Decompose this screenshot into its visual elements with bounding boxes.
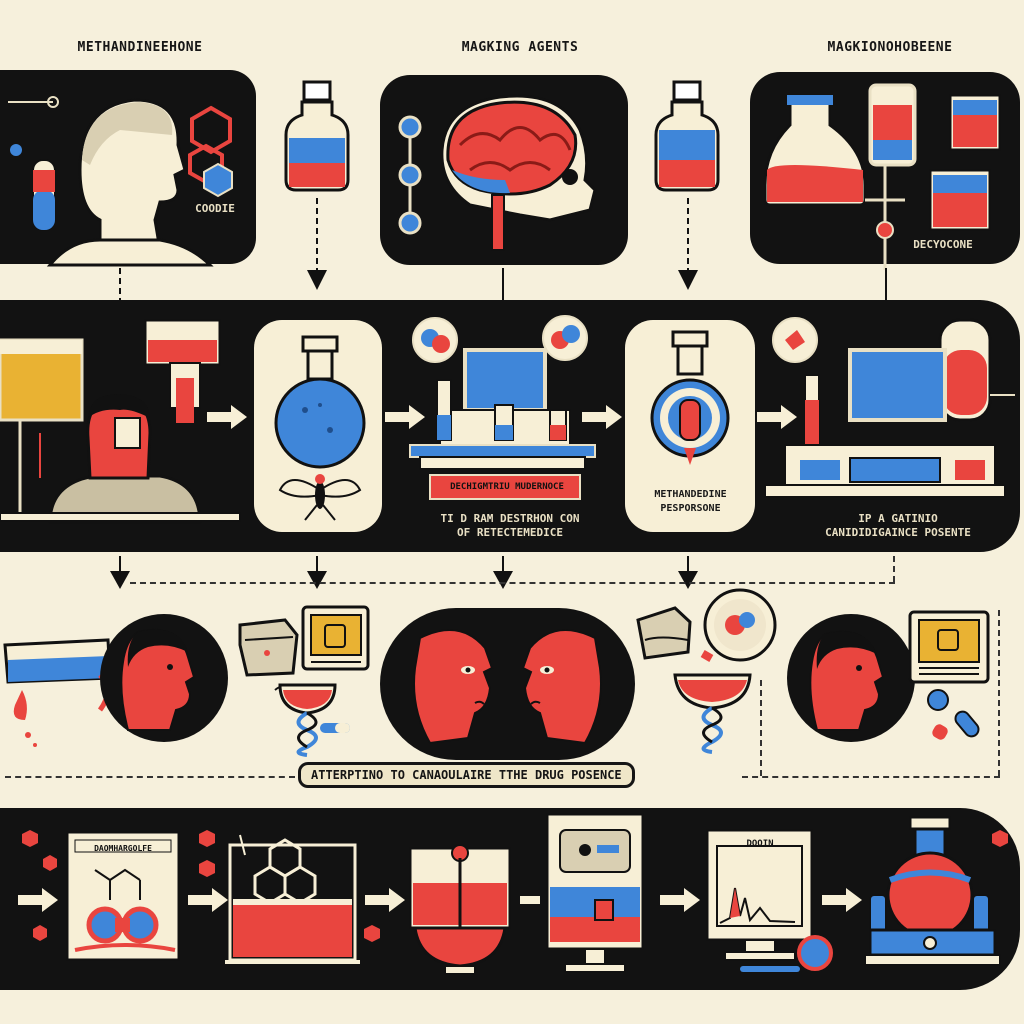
brain-skull-icon [440,94,597,251]
funnel-apparatus-icon [408,844,512,975]
title-magkionohobeene: MAGKIONOHOBEENE [827,40,953,55]
box-monitor-goblet-icon [238,605,370,757]
head-profile-icon [46,98,214,267]
arrow-down-7 [307,556,327,589]
arrow-right-6 [188,888,228,912]
lab-glassware-icon [763,83,1002,270]
arrow-down-6 [110,556,130,589]
monitor-pills-icon [908,610,990,740]
beaker-molecule-icon [225,834,360,964]
lab-machine-1-icon [409,315,596,500]
molecule-chain-icon [398,115,422,235]
test-tube-stand-icon [8,96,59,231]
red-face-right-icon [787,614,915,742]
caption-right: IP A GATINIO CANIDIDIGAINCE POSENTE [825,512,971,539]
red-face-left-icon [100,614,228,742]
red-hex-scatter-3 [364,925,380,942]
document-molecule-icon [65,830,181,962]
tag-coodie: COODIE [195,202,235,215]
red-hex-scatter-right [992,830,1008,847]
arrow-down-2 [307,198,327,290]
caption-panel4: METHANDEDINE PESPORSONE [654,489,727,514]
caption-center: TI D RAM DESTRHON CON OF RETECTEMEDICE [440,512,580,539]
arrow-down-8 [493,556,513,589]
graph-monitor-icon [705,828,833,972]
arrow-right-10 [822,888,862,912]
title-masking-agents: MAGKING AGENTS [461,40,579,55]
arrow-right-2 [385,405,425,429]
arrow-right-8 [520,896,540,904]
title-methandineehone: METHANDINEEHONE [77,40,203,55]
tag-decyocone: DECYOCONE [913,238,973,251]
dashed-right-vertical [998,610,1000,776]
dashed-connector-top [130,582,895,584]
red-hex-scatter-2 [199,830,215,877]
tag-bar-label: DECHIGMTRIU MUDERNOCE [450,482,564,492]
lab-machine-2-icon [764,317,1015,498]
monitor-title: DOOIN [746,839,774,849]
dashed-banner-right [742,776,1000,778]
flask-apparatus-final-icon [864,815,1001,966]
fly-icon [278,474,362,521]
arrow-down-4 [678,198,698,290]
flask-response-icon [650,330,730,465]
arrow-right-1 [207,405,247,429]
arrow-down-9 [678,556,698,589]
dashed-banner-left [5,776,295,778]
arrow-right-4 [757,405,797,429]
red-hex-scatter-left [22,830,57,941]
cloth-magnifier-goblet-icon [636,588,777,754]
person-with-equipment-icon [0,318,241,525]
arrow-right-9 [660,888,700,912]
two-faces-icon [413,629,602,745]
arrow-right-5 [18,888,58,912]
round-flask-icon [274,335,366,469]
banner-attempting: ATTERPTINO TO CANAOULAIRE TTHE DRUG POSE… [298,762,635,788]
dashed-connector-vert [893,556,895,582]
flask-top-2-icon [654,80,720,192]
doc-title: DAOMHARGOLFE [94,844,152,853]
dashed-mid-vertical [760,680,762,776]
flask-top-1-icon [284,80,350,192]
molecule-hexagons-icon [188,105,233,198]
arrow-right-3 [582,405,622,429]
arrow-right-7 [365,888,405,912]
analyzer-machine-icon [545,812,645,973]
